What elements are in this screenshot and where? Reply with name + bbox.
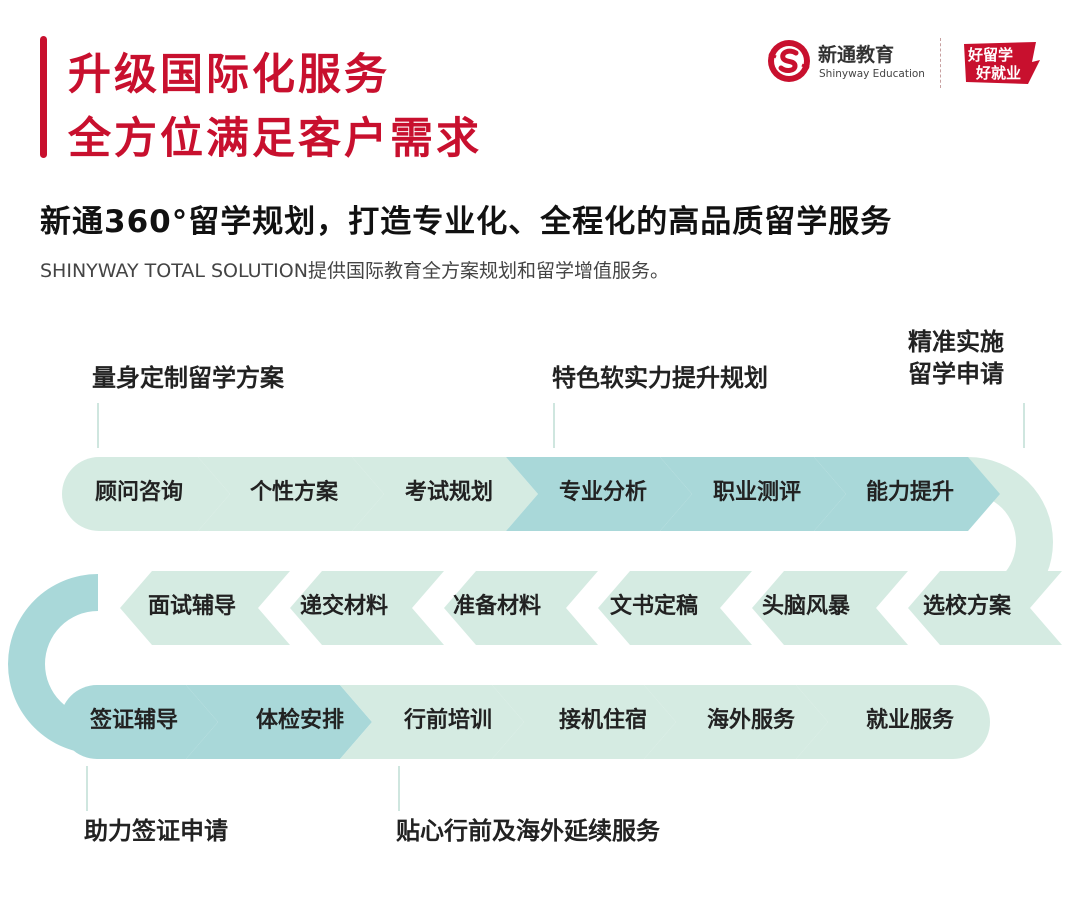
flow-step-shape [752, 571, 908, 645]
flow-step-shape [120, 571, 290, 645]
callout-custom-plan: 量身定制留学方案 [92, 364, 284, 392]
sub-logo-text-2: 好就业 [975, 64, 1021, 82]
flow-step-shape [796, 685, 990, 759]
flow-step-label: 个性方案 [249, 480, 339, 505]
flow-step-shape [660, 457, 846, 531]
flow-step-label: 行前培训 [403, 708, 493, 733]
page-title-line-2: 全方位满足客户需求 [68, 114, 482, 164]
flow-step-shape [60, 685, 218, 759]
flow-step-shape [198, 457, 384, 531]
sub-logo-text-1: 好留学 [967, 46, 1013, 64]
callout-tick-4 [86, 766, 88, 811]
flow-step-label: 考试规划 [404, 480, 494, 505]
title-accent-bar [40, 36, 47, 158]
callout-tick-2 [553, 403, 555, 448]
flow-step-label: 体检安排 [255, 708, 345, 733]
flow-step-label: 职业测评 [712, 480, 802, 505]
brand-divider [940, 38, 941, 88]
flow-step-shape [908, 571, 1062, 645]
callout-visa: 助力签证申请 [84, 817, 228, 845]
sub-brand-logo: 好留学 好就业 [964, 42, 1040, 84]
flow-step-shape [186, 685, 372, 759]
callout-application-line-2: 留学申请 [908, 360, 1004, 389]
page-title-line-1: 升级国际化服务 [68, 50, 390, 100]
flow-step-shape [492, 685, 676, 759]
shinyway-s-logo-icon [768, 40, 810, 82]
callout-tick-1 [97, 403, 99, 448]
callout-soft-skills: 特色软实力提升规划 [552, 364, 768, 392]
flow-step-label: 面试辅导 [147, 594, 237, 619]
callout-tick-3 [1023, 403, 1025, 448]
flow-step-label: 接机住宿 [558, 708, 648, 733]
flow-step-shape [644, 685, 828, 759]
brand-name-cn: 新通教育 [818, 44, 895, 66]
flow-step-label: 就业服务 [865, 708, 955, 733]
flow-step-shape [340, 685, 524, 759]
flow-step-shape [598, 571, 752, 645]
callout-tick-5 [398, 766, 400, 811]
flow-step-shape [814, 457, 1000, 531]
flow-step-label: 头脑风暴 [761, 594, 851, 619]
flow-step-label: 递交材料 [299, 594, 389, 619]
callout-predeparture: 贴心行前及海外延续服务 [396, 817, 660, 845]
callout-application: 精准实施 留学申请 [908, 326, 1004, 391]
flow-step-label: 能力提升 [865, 480, 955, 505]
flow-step-label: 选校方案 [922, 594, 1012, 619]
flow-step-label: 专业分析 [558, 480, 648, 505]
brand-name-en: Shinyway Education [819, 68, 925, 80]
flow-step-shape [506, 457, 692, 531]
flow-step-label: 签证辅导 [89, 708, 179, 733]
subheadline: SHINYWAY TOTAL SOLUTION提供国际教育全方案规划和留学增值服… [40, 260, 669, 282]
flow-step-label: 顾问咨询 [94, 480, 184, 505]
headline: 新通360°留学规划，打造专业化、全程化的高品质留学服务 [40, 204, 893, 240]
flow-step-label: 准备材料 [452, 594, 542, 619]
flow-turn-left [8, 574, 98, 754]
flow-step-shape [62, 457, 230, 531]
flow-step-shape [290, 571, 444, 645]
flow-step-shape [444, 571, 598, 645]
flow-step-label: 文书定稿 [609, 594, 699, 619]
callout-application-line-1: 精准实施 [908, 328, 1004, 356]
flow-step-shape [352, 457, 538, 531]
flow-step-label: 海外服务 [706, 708, 796, 733]
